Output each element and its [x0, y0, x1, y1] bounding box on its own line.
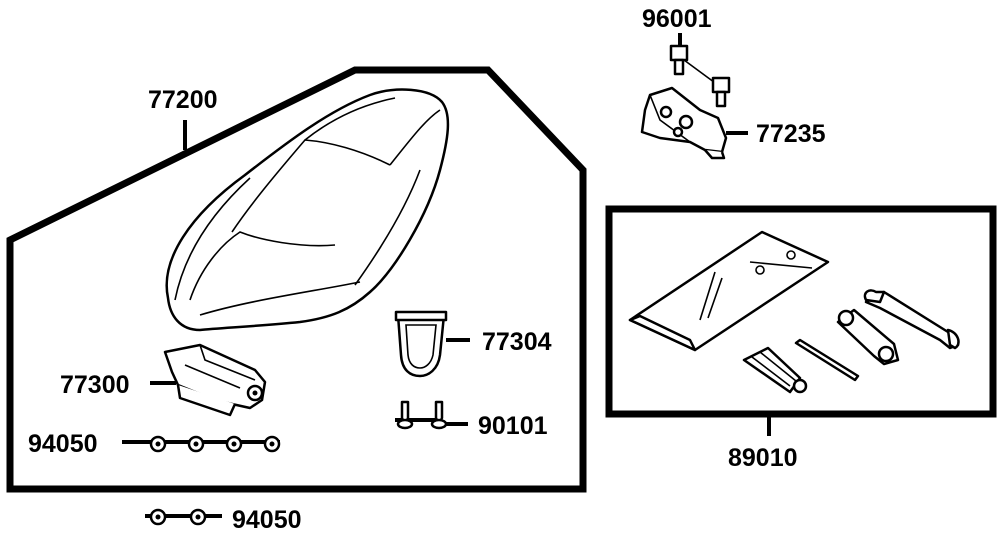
buffer-icon	[394, 310, 448, 378]
socket-wrench-icon	[836, 308, 900, 366]
tool-kit-part-number: 89010	[728, 444, 798, 472]
nuts-inner-icon	[149, 435, 281, 453]
hinge-part-number: 77300	[60, 371, 130, 399]
seat-icon	[165, 88, 450, 332]
bolts-icon	[669, 44, 731, 108]
nuts-outer-part-number: 94050	[232, 506, 302, 534]
seat-group-frame	[6, 66, 587, 493]
nuts-outer-icon	[149, 508, 207, 526]
tool-pouch-icon	[628, 230, 830, 352]
spanner-icon	[863, 289, 960, 350]
nuts-inner-part-number: 94050	[28, 430, 98, 458]
bolts-part-number: 96001	[642, 5, 712, 33]
buffer-part-number: 77304	[482, 328, 552, 356]
screwdriver-handle-icon	[742, 346, 808, 394]
seat-part-number: 77200	[148, 86, 218, 114]
tool-kit-frame	[605, 205, 997, 418]
seat-lock-icon	[640, 86, 728, 160]
hinge-icon	[163, 343, 267, 417]
screwdriver-shaft-icon	[794, 338, 860, 382]
screws-icon	[395, 400, 448, 430]
lock-part-number: 77235	[756, 120, 826, 148]
screws-part-number: 90101	[478, 412, 548, 440]
